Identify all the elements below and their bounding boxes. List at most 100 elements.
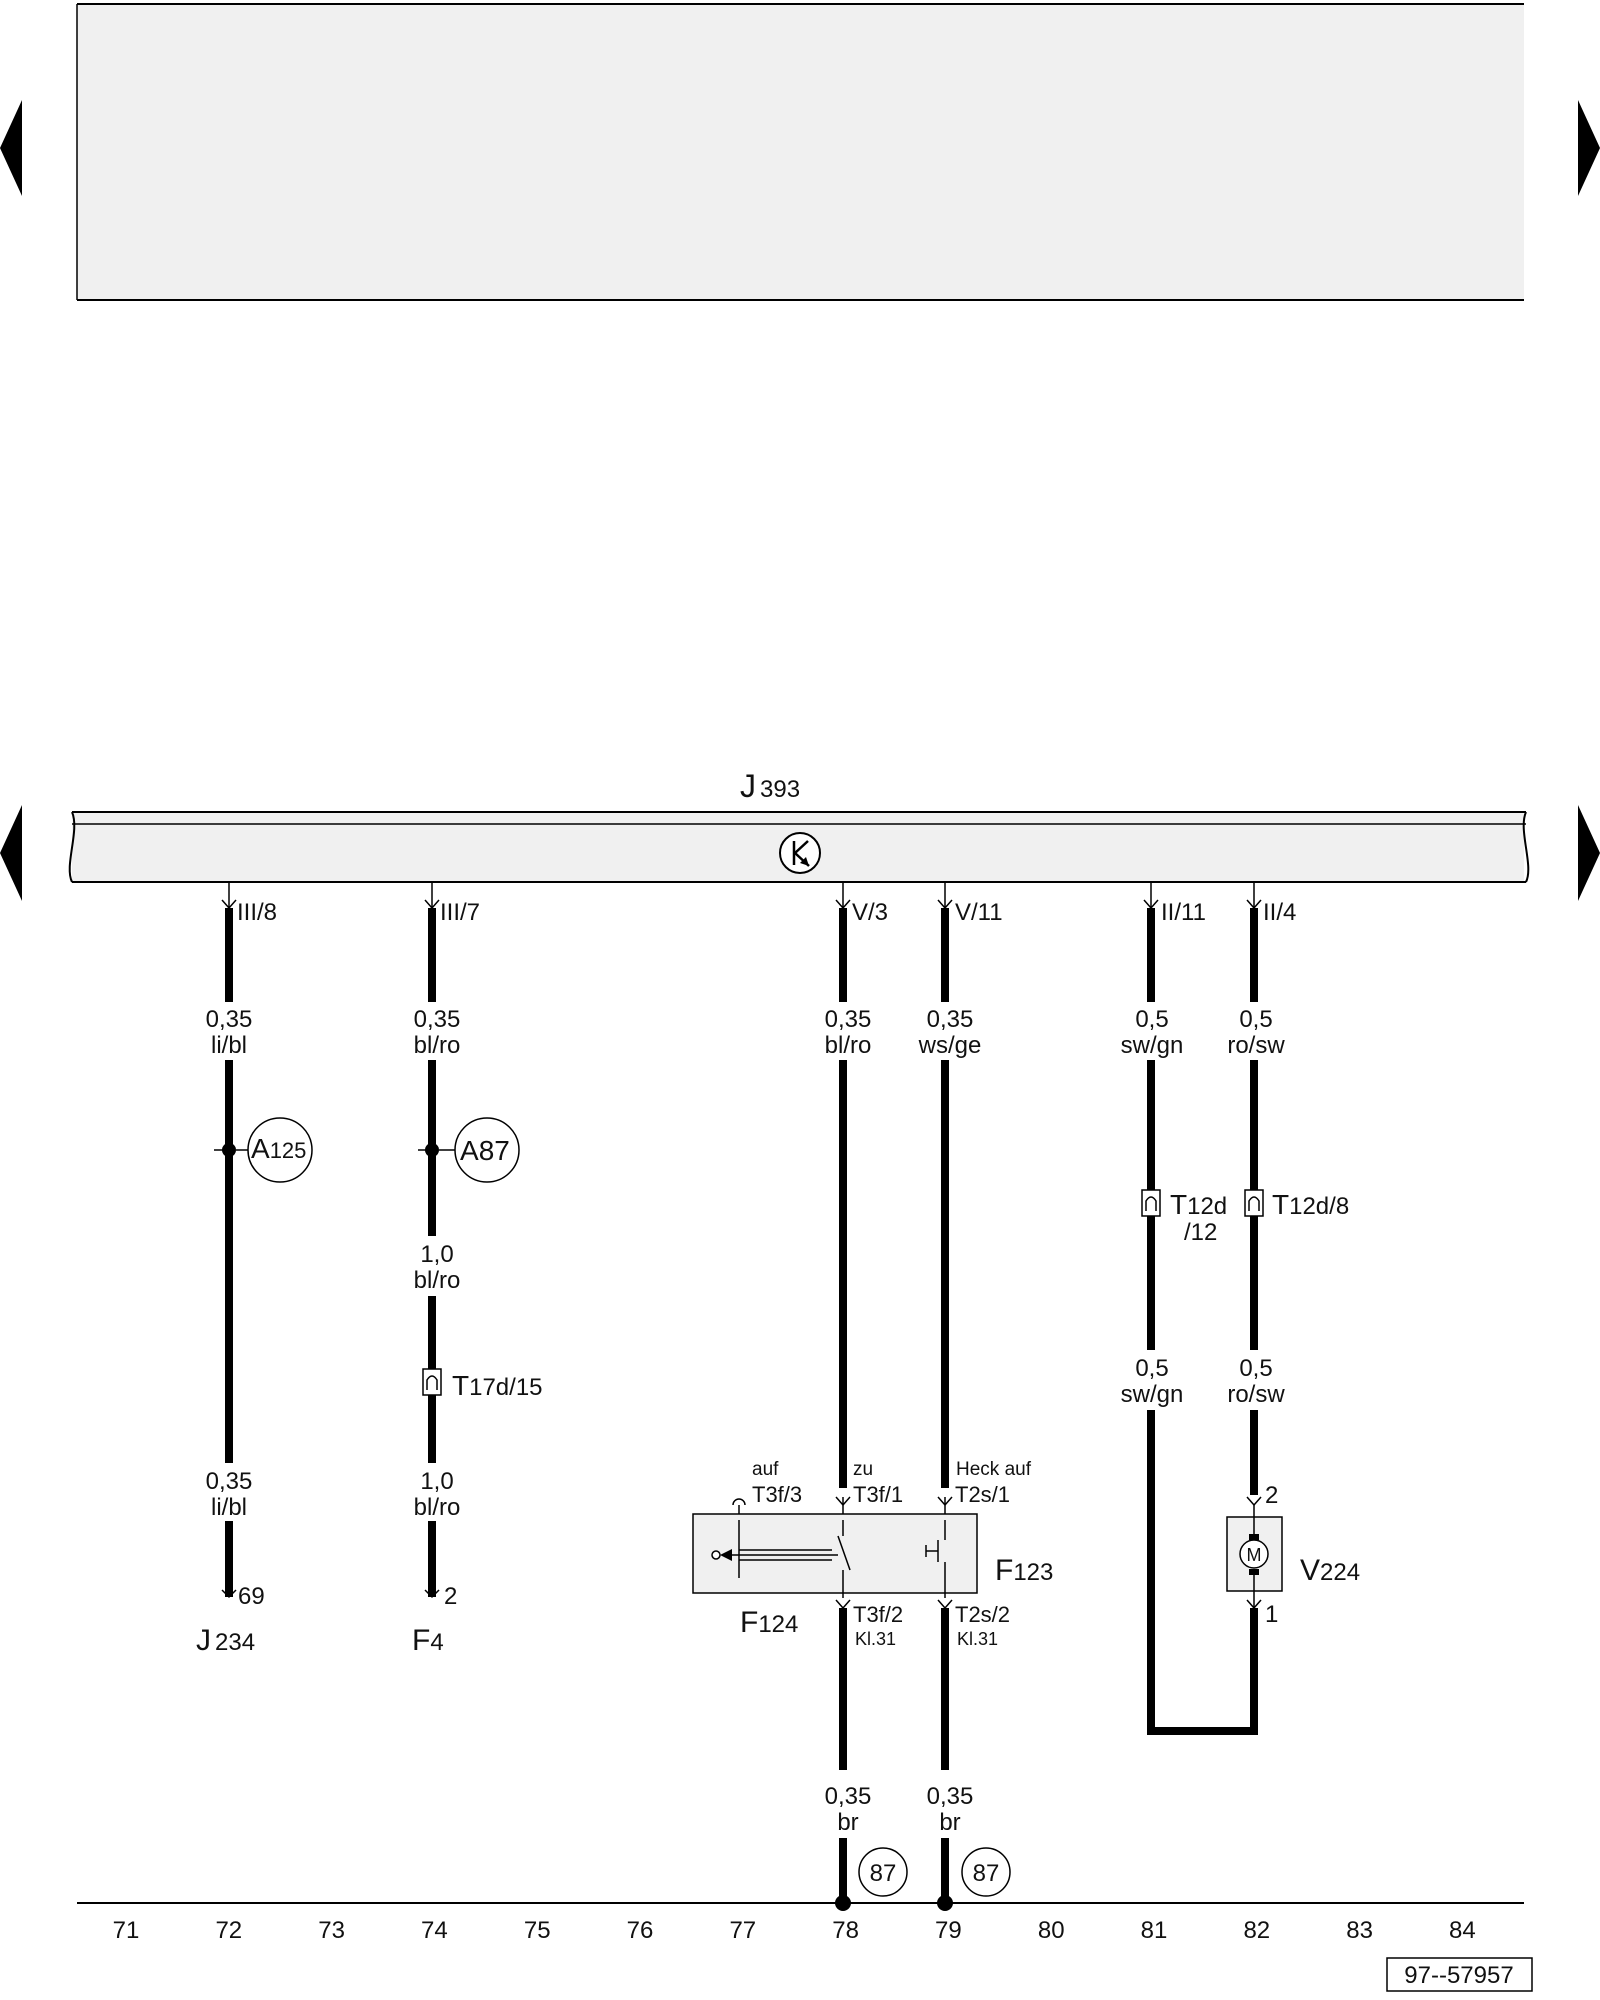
component-letter: V bbox=[1300, 1554, 1320, 1587]
component-letter: F bbox=[995, 1554, 1013, 1587]
wire-color-label: ws/ge bbox=[918, 1032, 982, 1059]
component-letter: F bbox=[740, 1606, 758, 1639]
pin-label: V/3 bbox=[852, 899, 888, 926]
wire-col-79: V/11 0,35 ws/ge 0,35 br 87 bbox=[918, 882, 1011, 1911]
wire-color-label: br bbox=[939, 1809, 960, 1836]
column-number: 73 bbox=[318, 1917, 345, 1944]
component-sub: 124 bbox=[758, 1611, 798, 1638]
connector-icon bbox=[1141, 1189, 1161, 1217]
column-number: 83 bbox=[1346, 1917, 1373, 1944]
kl31-label: Kl.31 bbox=[855, 1629, 896, 1649]
wire-color-label: ro/sw bbox=[1227, 1381, 1285, 1408]
pin-t2s2-label: T2s/2 bbox=[955, 1602, 1010, 1627]
column-number: 82 bbox=[1243, 1917, 1270, 1944]
column-number: 71 bbox=[113, 1917, 140, 1944]
column-number: 78 bbox=[832, 1917, 859, 1944]
wire-size-label: 0,5 bbox=[1135, 1006, 1168, 1033]
component-f124-label: F124 bbox=[740, 1606, 798, 1639]
connector-icon bbox=[422, 1368, 442, 1396]
component-f123-label: F123 bbox=[995, 1554, 1053, 1587]
wire-size-label: 0,35 bbox=[927, 1006, 974, 1033]
splice-label: A125 bbox=[251, 1133, 306, 1164]
tailgate-switch-icon bbox=[925, 1520, 946, 1598]
connector-letter: T bbox=[452, 1370, 469, 1401]
zu-label: zu bbox=[853, 1459, 873, 1480]
wire-color-label: li/bl bbox=[211, 1494, 247, 1521]
splice-a125 bbox=[247, 1117, 313, 1183]
splice-sub: 87 bbox=[479, 1135, 510, 1166]
wire-size-label: 0,5 bbox=[1239, 1355, 1272, 1382]
control-unit-sub: 393 bbox=[760, 776, 800, 803]
end-pin-label: 69 bbox=[238, 1583, 265, 1610]
control-unit-letter: J bbox=[740, 768, 756, 804]
wire-color-label: ro/sw bbox=[1227, 1032, 1285, 1059]
connector-rest: 12d/8 bbox=[1289, 1193, 1349, 1220]
wire-size-label: 0,35 bbox=[825, 1783, 872, 1810]
column-number: 72 bbox=[215, 1917, 242, 1944]
connector-t12d-label: T12d bbox=[1170, 1189, 1227, 1220]
wire-size-label: 0,35 bbox=[206, 1468, 253, 1495]
kl31-label: Kl.31 bbox=[957, 1629, 998, 1649]
ground-ref-circle bbox=[961, 1847, 1011, 1897]
prev-page-arrow-icon[interactable] bbox=[0, 100, 22, 196]
wire-size-label: 0,5 bbox=[1239, 1006, 1272, 1033]
wire-size-label: 0,35 bbox=[825, 1006, 872, 1033]
wire-size-label: 0,35 bbox=[927, 1783, 974, 1810]
ground-ref-label: 87 bbox=[973, 1860, 1000, 1887]
wire-color-label: bl/ro bbox=[414, 1032, 461, 1059]
wire-color-label: li/bl bbox=[211, 1032, 247, 1059]
column-number: 80 bbox=[1038, 1917, 1065, 1944]
component-sub: 224 bbox=[1320, 1559, 1360, 1586]
wire-col-82: II/4 0,5 ro/sw T12d/8 0,5 ro/sw 2 M 1 V2… bbox=[1147, 882, 1360, 1735]
component-letter: J bbox=[196, 1624, 211, 1657]
header-panel bbox=[76, 3, 1524, 301]
pin-label: III/8 bbox=[237, 899, 277, 926]
component-sub: 123 bbox=[1013, 1559, 1053, 1586]
component-v224-label: V224 bbox=[1300, 1554, 1360, 1587]
heck-auf-label: Heck auf bbox=[956, 1459, 1032, 1480]
wire-col-81: II/11 0,5 sw/gn T12d /12 0,5 sw/gn bbox=[1121, 882, 1227, 1731]
splice-label: A87 bbox=[460, 1135, 510, 1166]
column-number: 76 bbox=[627, 1917, 654, 1944]
end-pin-label: 2 bbox=[444, 1583, 457, 1610]
wire-color-label: bl/ro bbox=[414, 1494, 461, 1521]
column-number: 75 bbox=[524, 1917, 551, 1944]
next-page-arrow-icon[interactable] bbox=[1578, 100, 1600, 196]
pin-t2s1-label: T2s/1 bbox=[955, 1482, 1010, 1507]
column-number: 77 bbox=[729, 1917, 756, 1944]
component-f4-label: F4 bbox=[412, 1624, 444, 1657]
connector-t12d8-label: T12d/8 bbox=[1272, 1189, 1349, 1220]
footer-code-box: 97--57957 bbox=[1386, 1957, 1533, 1992]
splice-sub: 125 bbox=[270, 1138, 307, 1163]
motor-pin-top: 2 bbox=[1265, 1482, 1278, 1509]
wire-color-label: bl/ro bbox=[825, 1032, 872, 1059]
ground-ref-circle bbox=[858, 1847, 908, 1897]
connector-t12d-line2: /12 bbox=[1184, 1219, 1217, 1246]
wire-color-label: br bbox=[837, 1809, 858, 1836]
pin-t3f1-label: T3f/1 bbox=[853, 1482, 903, 1507]
connector-rest: 17d/15 bbox=[469, 1374, 542, 1401]
next-section-arrow-icon[interactable] bbox=[1578, 805, 1600, 901]
motor-pin-bottom: 1 bbox=[1265, 1601, 1278, 1628]
wire-size-label: 0,35 bbox=[206, 1006, 253, 1033]
wire-size-label: 1,0 bbox=[420, 1241, 453, 1268]
splice-a87 bbox=[454, 1117, 520, 1183]
wire-size-label: 1,0 bbox=[420, 1468, 453, 1495]
splice-letter: A bbox=[251, 1133, 270, 1164]
ground-ref-label: 87 bbox=[870, 1860, 897, 1887]
wire-size-label: 0,35 bbox=[414, 1006, 461, 1033]
auf-label: auf bbox=[752, 1459, 779, 1480]
column-number: 81 bbox=[1141, 1917, 1168, 1944]
central-locking-icon bbox=[779, 832, 821, 874]
pin-label: V/11 bbox=[955, 899, 1003, 926]
pin-t3f3-label: T3f/3 bbox=[752, 1482, 802, 1507]
wire-size-label: 0,5 bbox=[1135, 1355, 1168, 1382]
prev-section-arrow-icon[interactable] bbox=[0, 805, 22, 901]
motor-icon: M bbox=[1239, 1534, 1269, 1575]
